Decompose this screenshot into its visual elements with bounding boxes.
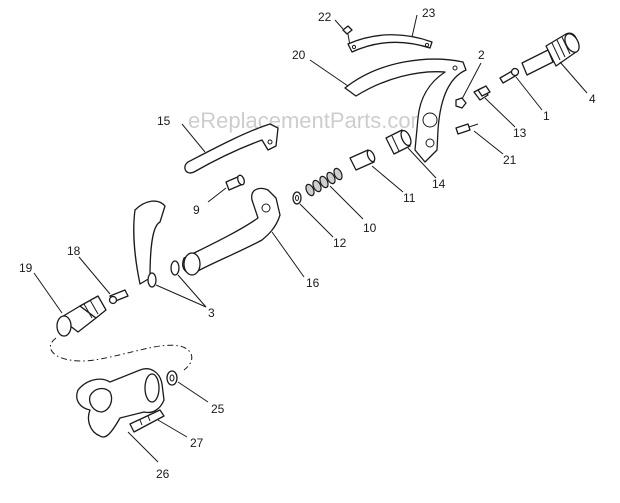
guard-plate (133, 200, 166, 285)
part-18-screw (108, 289, 129, 305)
part-1-screw (499, 67, 520, 84)
part-9-pin (225, 174, 245, 191)
callout-14: 14 (432, 177, 446, 191)
callout-25: 25 (211, 402, 225, 416)
callout-2: 2 (478, 48, 485, 62)
part-21-screw (455, 123, 479, 135)
callout-1: 1 (543, 109, 550, 123)
callout-11: 11 (403, 191, 416, 205)
part-23-strip (347, 34, 433, 53)
part-11-sleeve (349, 149, 376, 171)
part-20-frame (344, 58, 467, 163)
callout-3: 3 (208, 306, 215, 320)
callout-20: 20 (292, 48, 306, 62)
part-25-washer (166, 370, 178, 386)
callout-4: 4 (589, 92, 596, 106)
callout-numbers: 22 23 20 2 4 1 13 21 14 11 10 12 16 15 9… (19, 6, 596, 481)
callout-9: 9 (193, 203, 200, 217)
callout-26: 26 (156, 467, 170, 481)
callout-19: 19 (19, 261, 33, 275)
part-3-washers (147, 260, 180, 288)
callout-23: 23 (422, 6, 436, 20)
watermark: eReplacementParts.com (188, 108, 429, 133)
part-14-fitting (385, 129, 412, 155)
part-2-nut (455, 97, 467, 109)
leader-lines (33, 14, 588, 463)
callout-16: 16 (306, 276, 320, 290)
part-4-coupler (521, 32, 580, 76)
part-27-tip (129, 409, 165, 433)
part-26-tip-guard (76, 368, 165, 438)
part-13-fitting (473, 85, 491, 101)
part-19-swivel (56, 295, 107, 337)
callout-18: 18 (67, 244, 81, 258)
callout-22: 22 (318, 10, 332, 24)
part-12-washer (292, 191, 302, 205)
callout-10: 10 (363, 221, 377, 235)
callout-27: 27 (190, 436, 204, 450)
callout-21: 21 (503, 153, 517, 167)
part-16-handle (182, 187, 281, 276)
callout-13: 13 (513, 126, 527, 140)
part-10-spring (305, 167, 343, 197)
part-15-lever (184, 123, 279, 174)
callout-12: 12 (333, 236, 347, 250)
callout-15: 15 (157, 114, 171, 128)
